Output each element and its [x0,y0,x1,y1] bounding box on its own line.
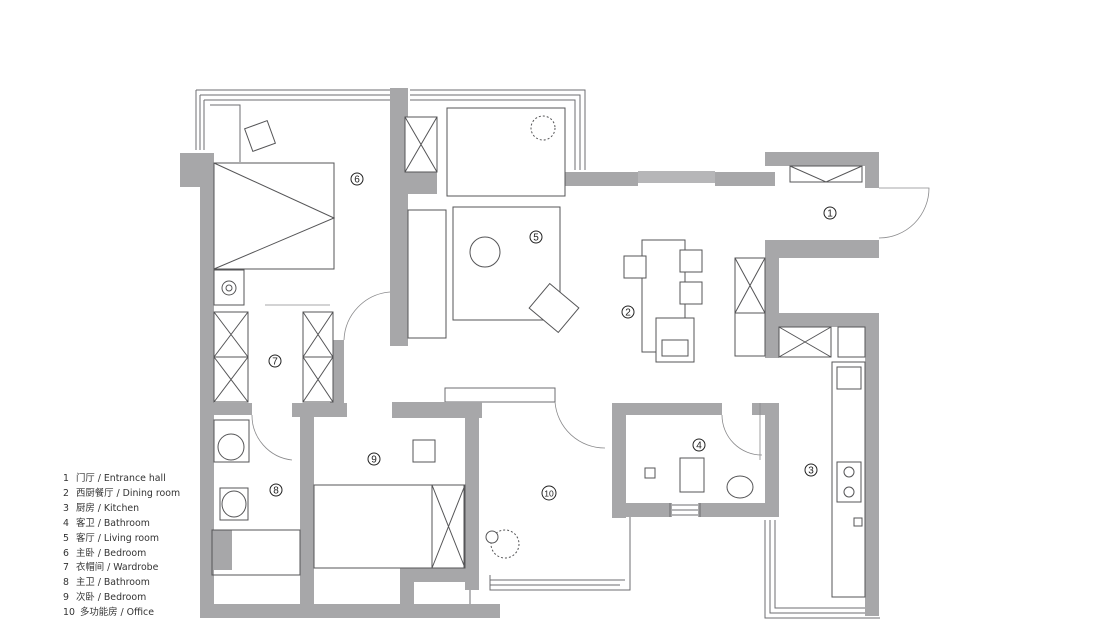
kitchen-furniture [831,361,866,598]
room-label-2: 2 [621,305,635,319]
living-room-furniture [446,107,580,334]
second-bedroom-furniture [313,439,465,569]
room-label-5: 5 [529,230,543,244]
svg-text:1: 1 [827,209,833,220]
svg-text:4: 4 [696,441,702,452]
room-label-6: 6 [350,172,364,186]
windows [638,173,715,517]
svg-text:8: 8 [273,486,279,497]
master-bathroom-fixtures [211,419,301,576]
room-label-8: 8 [269,483,283,497]
svg-text:7: 7 [272,357,278,368]
svg-text:2: 2 [625,308,631,319]
svg-text:10: 10 [544,489,554,499]
doors [251,187,930,461]
dining-furniture [623,239,703,363]
room-label-1: 1 [823,206,837,220]
svg-text:3: 3 [808,466,814,477]
guest-bathroom-fixtures [644,457,754,499]
walls [180,88,879,618]
bedroom-furniture [213,119,336,306]
office-furniture [485,529,520,559]
room-label-10: 10 [541,485,557,501]
svg-text:9: 9 [371,455,377,466]
room-label-9: 9 [367,452,381,466]
room-label-4: 4 [692,438,706,452]
svg-text:6: 6 [354,175,360,186]
svg-text:5: 5 [533,233,539,244]
wardrobe-cabinets [213,116,866,569]
room-label-3: 3 [804,463,818,477]
room-label-7: 7 [268,354,282,368]
